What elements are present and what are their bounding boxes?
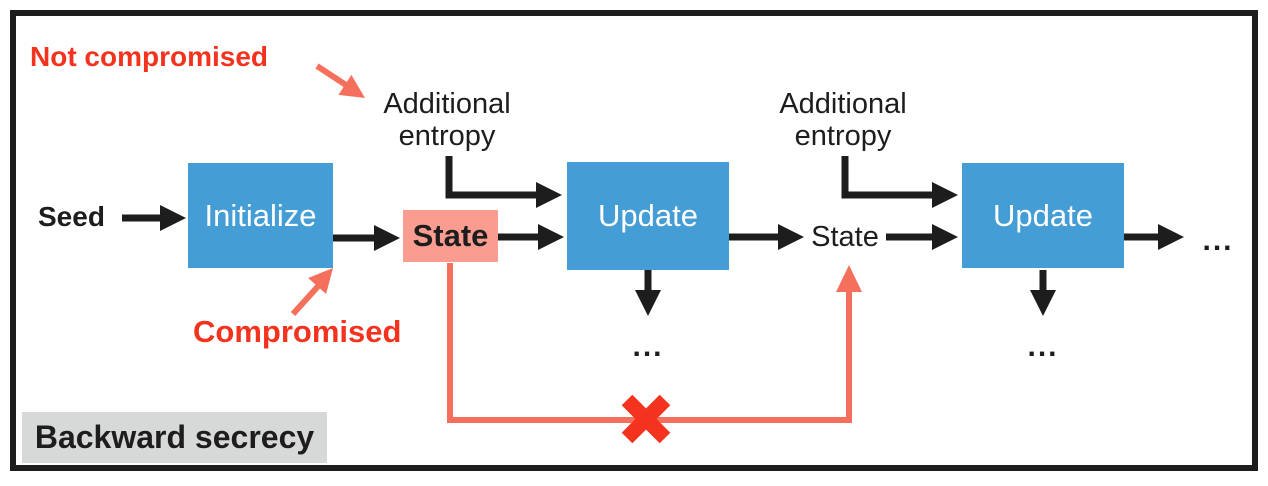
state-compromised-node: State bbox=[403, 210, 498, 262]
not-compromised-label: Not compromised bbox=[30, 41, 269, 72]
seed-arrow bbox=[122, 205, 186, 231]
state-compromised-label: State bbox=[412, 218, 489, 253]
additional-entropy-2-line2: entropy bbox=[794, 120, 892, 152]
compromised-label: Compromised bbox=[193, 314, 402, 349]
additional-entropy-label-1: Additional entropy bbox=[337, 88, 557, 152]
update2-output-arrow bbox=[1124, 224, 1184, 250]
initialize-node: Initialize bbox=[188, 163, 333, 268]
initialize-node-label: Initialize bbox=[204, 197, 317, 233]
additional-entropy-label-2: Additional entropy bbox=[733, 88, 953, 152]
ellipsis-below-update1: ... bbox=[632, 330, 664, 363]
update2-down-arrow bbox=[1030, 270, 1056, 316]
update-node-2-label: Update bbox=[993, 197, 1093, 233]
entropy1-elbow-arrow bbox=[445, 156, 562, 208]
additional-entropy-1-line2: entropy bbox=[398, 120, 496, 152]
update-node-1-label: Update bbox=[598, 198, 698, 233]
update-node-1: Update bbox=[567, 162, 729, 270]
caption-label: Backward secrecy bbox=[34, 419, 315, 455]
caption-box: Backward secrecy bbox=[22, 412, 327, 463]
state2-to-update2-arrow bbox=[886, 224, 958, 250]
update-node-2: Update bbox=[962, 163, 1124, 268]
blocked-x-icon bbox=[621, 394, 671, 444]
ellipsis-after-update2: ... bbox=[1202, 224, 1234, 257]
additional-entropy-2-line1: Additional bbox=[779, 88, 907, 120]
additional-entropy-1-line1: Additional bbox=[383, 88, 511, 120]
not-compromised-pointer-arrow bbox=[315, 63, 365, 98]
ellipsis-below-update2: ... bbox=[1027, 330, 1059, 363]
state-second-label: State bbox=[811, 221, 879, 253]
update1-to-state2-arrow bbox=[729, 224, 804, 250]
state1-to-update1-arrow bbox=[498, 224, 564, 250]
entropy2-elbow-arrow bbox=[841, 156, 958, 208]
seed-label: Seed bbox=[38, 201, 105, 232]
initialize-to-state-arrow bbox=[333, 225, 400, 251]
update1-down-arrow bbox=[635, 270, 661, 316]
compromised-pointer-arrow bbox=[290, 268, 333, 317]
